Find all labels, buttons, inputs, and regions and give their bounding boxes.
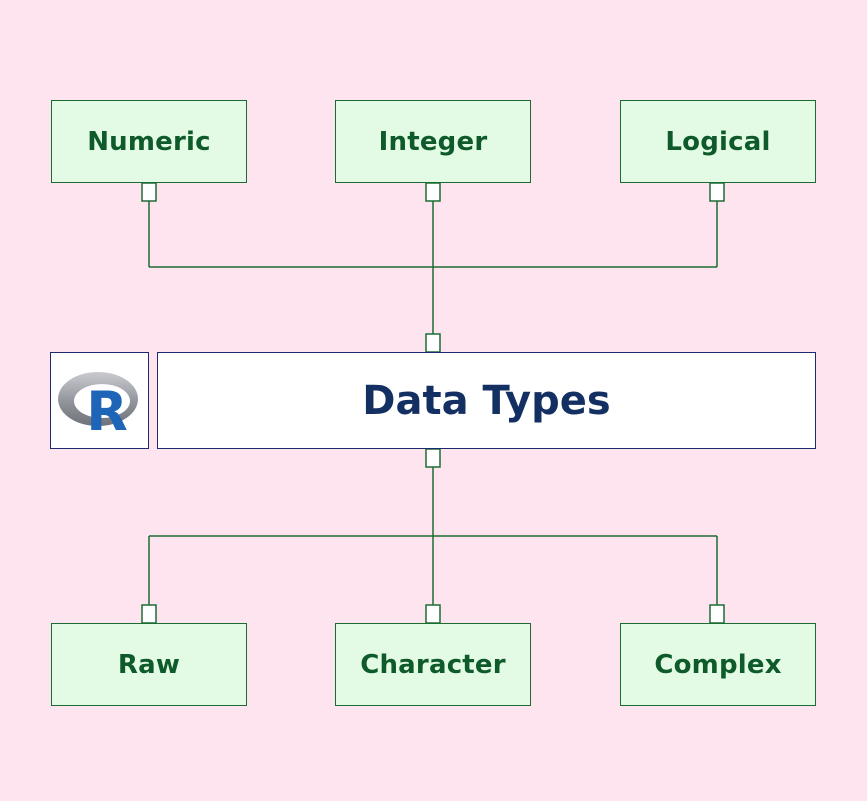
type-box-numeric: Numeric [51, 100, 247, 183]
port-title-top [425, 333, 441, 353]
port-raw [141, 604, 157, 624]
port-logical [709, 182, 725, 202]
type-box-raw: Raw [51, 623, 247, 706]
type-box-complex: Complex [620, 623, 816, 706]
diagram-title: Data Types [157, 352, 816, 449]
port-title-bottom [425, 448, 441, 468]
r-logo-letter: R [86, 380, 128, 436]
r-logo-box: R [50, 352, 149, 449]
type-box-logical: Logical [620, 100, 816, 183]
port-complex [709, 604, 725, 624]
port-numeric [141, 182, 157, 202]
port-character [425, 604, 441, 624]
type-box-character: Character [335, 623, 531, 706]
port-integer [425, 182, 441, 202]
type-box-integer: Integer [335, 100, 531, 183]
r-logo-icon: R [57, 371, 138, 436]
